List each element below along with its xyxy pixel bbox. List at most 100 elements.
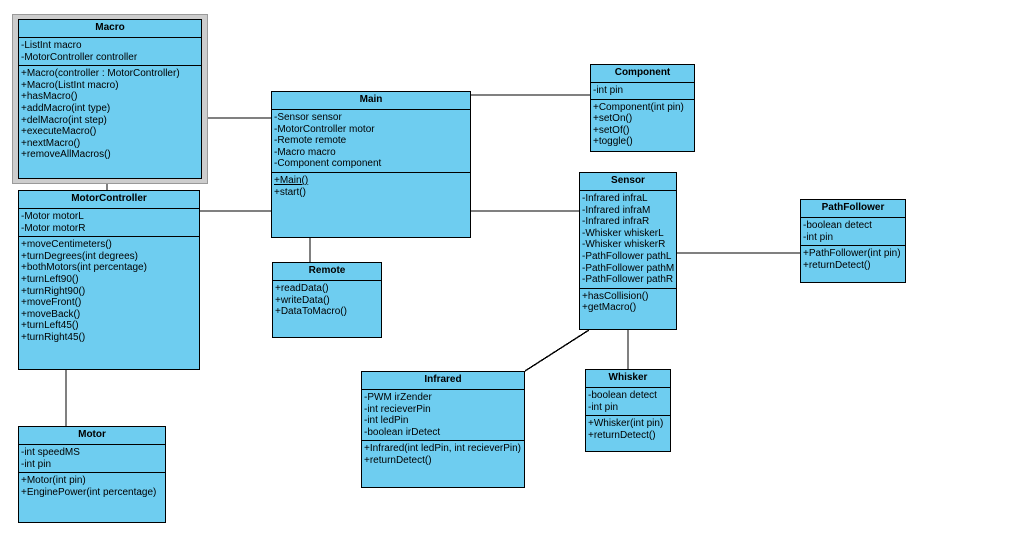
method-row: +turnRight45() <box>21 331 86 343</box>
class-methods-component: +Component(int pin) +setOn() +setOf() +t… <box>591 100 694 150</box>
class-title-remote: Remote <box>273 263 381 281</box>
method-row: +addMacro(int type) <box>21 102 111 114</box>
class-box-sensor[interactable]: Sensor -Infrared infraL -Infrared infraM… <box>579 172 677 330</box>
method-row: +turnLeft90() <box>21 273 79 285</box>
class-box-motor[interactable]: Motor -int speedMS -int pin +Motor(int p… <box>18 426 166 523</box>
class-attributes-motorcontroller: -Motor motorL -Motor motorR <box>19 209 199 238</box>
class-methods-remote: +readData() +writeData() +DataToMacro() <box>273 281 381 320</box>
class-box-infrared[interactable]: Infrared -PWM irZender -int recieverPin … <box>361 371 525 488</box>
attribute-row: -PathFollower pathL <box>582 250 672 262</box>
method-row: +setOf() <box>593 124 630 136</box>
method-row: +executeMacro() <box>21 126 97 138</box>
class-title-main: Main <box>272 92 470 110</box>
attribute-row: -Motor motorL <box>21 211 84 222</box>
method-row: +start() <box>274 186 306 198</box>
class-title-whisker: Whisker <box>586 370 670 388</box>
attribute-row: -PathFollower pathM <box>582 262 675 274</box>
class-methods-motor: +Motor(int pin) +EnginePower(int percent… <box>19 473 165 500</box>
method-row: +Macro(controller : MotorController) <box>21 68 180 80</box>
attribute-row: -Whisker whiskerR <box>582 239 666 251</box>
method-row: +moveFront() <box>21 297 82 309</box>
class-attributes-pathfollower: -boolean detect -int pin <box>801 218 905 247</box>
attribute-row: -MotorController controller <box>21 51 138 63</box>
class-box-motorcontroller[interactable]: MotorController -Motor motorL -Motor mot… <box>18 190 200 370</box>
method-row: +Motor(int pin) <box>21 475 86 487</box>
attribute-row: -Sensor sensor <box>274 112 342 123</box>
class-methods-sensor: +hasCollision() +getMacro() <box>580 289 676 316</box>
class-title-component: Component <box>591 65 694 83</box>
class-methods-whisker: +Whisker(int pin) +returnDetect() <box>586 416 670 443</box>
attribute-row: -Macro macro <box>274 146 336 158</box>
attribute-row: -ListInt macro <box>21 40 82 51</box>
attribute-row: -int pin <box>803 231 834 243</box>
attribute-row: -boolean detect <box>588 390 657 401</box>
method-row: +removeAllMacros() <box>21 149 111 161</box>
class-box-component[interactable]: Component -int pin +Component(int pin) +… <box>590 64 695 152</box>
method-row: +Macro(ListInt macro) <box>21 79 119 91</box>
class-attributes-motor: -int speedMS -int pin <box>19 445 165 474</box>
attribute-row: -int pin <box>588 401 619 413</box>
class-methods-macro: +Macro(controller : MotorController) +Ma… <box>19 66 201 163</box>
attribute-row: -Remote remote <box>274 135 347 147</box>
attribute-row: -Whisker whiskerL <box>582 227 664 239</box>
attribute-row: -Infrared infraR <box>582 216 650 228</box>
method-row: +DataToMacro() <box>275 306 347 318</box>
attribute-row: -Motor motorR <box>21 222 86 234</box>
class-title-motor: Motor <box>19 427 165 445</box>
attribute-row: -Infrared infraM <box>582 204 651 216</box>
class-title-pathfollower: PathFollower <box>801 200 905 218</box>
method-row: +hasCollision() <box>582 290 649 302</box>
attribute-row: -int pin <box>21 458 52 470</box>
method-row: +turnRight90() <box>21 285 86 297</box>
class-methods-main: +Main() +start() <box>272 173 470 200</box>
attribute-row: -Infrared infraL <box>582 193 648 204</box>
class-attributes-macro: -ListInt macro -MotorController controll… <box>19 38 201 67</box>
method-row: +setOn() <box>593 113 633 125</box>
attribute-row: -int recieverPin <box>364 403 431 415</box>
method-row: +turnLeft45() <box>21 320 79 332</box>
class-title-sensor: Sensor <box>580 173 676 191</box>
class-methods-pathfollower: +PathFollower(int pin) +returnDetect() <box>801 246 905 273</box>
method-row: +hasMacro() <box>21 91 78 103</box>
method-row: +Whisker(int pin) <box>588 418 664 430</box>
method-row: +turnDegrees(int degrees) <box>21 250 139 262</box>
attribute-row: -Component component <box>274 158 382 170</box>
method-row: +PathFollower(int pin) <box>803 248 901 260</box>
attribute-row: -MotorController motor <box>274 123 375 135</box>
class-box-remote[interactable]: Remote +readData() +writeData() +DataToM… <box>272 262 382 338</box>
method-row: +returnDetect() <box>588 429 656 441</box>
attribute-row: -boolean detect <box>803 220 872 231</box>
method-row: +moveBack() <box>21 308 81 320</box>
attribute-row: -PWM irZender <box>364 392 432 403</box>
method-row: +writeData() <box>275 294 330 306</box>
class-title-motorcontroller: MotorController <box>19 191 199 209</box>
method-row: +Infrared(int ledPin, int recieverPin) <box>364 443 522 455</box>
attribute-row: -int pin <box>593 85 624 96</box>
attribute-row: -int ledPin <box>364 415 409 427</box>
method-row: +delMacro(int step) <box>21 114 107 126</box>
class-box-main[interactable]: Main -Sensor sensor -MotorController mot… <box>271 91 471 238</box>
class-methods-motorcontroller: +moveCentimeters() +turnDegrees(int degr… <box>19 237 199 345</box>
method-row-static: +Main() <box>274 174 309 186</box>
class-attributes-sensor: -Infrared infraL -Infrared infraM -Infra… <box>580 191 676 289</box>
attribute-row: -PathFollower pathR <box>582 274 674 286</box>
class-attributes-component: -int pin <box>591 83 694 100</box>
method-row: +moveCentimeters() <box>21 239 112 251</box>
method-row: +bothMotors(int percentage) <box>21 262 147 274</box>
class-box-whisker[interactable]: Whisker -boolean detect -int pin +Whiske… <box>585 369 671 452</box>
attribute-row: -boolean irDetect <box>364 426 441 438</box>
class-box-pathfollower[interactable]: PathFollower -boolean detect -int pin +P… <box>800 199 906 283</box>
class-title-infrared: Infrared <box>362 372 524 390</box>
class-methods-infrared: +Infrared(int ledPin, int recieverPin) +… <box>362 441 524 468</box>
class-attributes-infrared: -PWM irZender -int recieverPin -int ledP… <box>362 390 524 442</box>
attribute-row: -int speedMS <box>21 447 80 458</box>
method-row: +returnDetect() <box>364 454 432 466</box>
class-attributes-whisker: -boolean detect -int pin <box>586 388 670 417</box>
method-row: +Component(int pin) <box>593 101 684 113</box>
method-row: +readData() <box>275 283 329 294</box>
method-row: +EnginePower(int percentage) <box>21 486 157 498</box>
method-row: +getMacro() <box>582 302 637 314</box>
class-box-macro[interactable]: Macro -ListInt macro -MotorController co… <box>18 19 202 179</box>
method-row: +returnDetect() <box>803 259 871 271</box>
